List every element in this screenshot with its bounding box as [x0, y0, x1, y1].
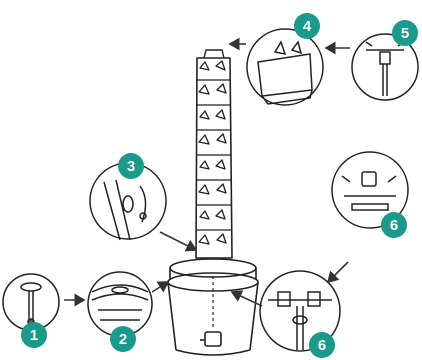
badge-5: 5	[392, 20, 418, 46]
badge-6-upper: 6	[381, 212, 407, 238]
badge-6-lower-label: 6	[318, 337, 326, 354]
reservoir-base	[168, 259, 258, 355]
detail-pump-float	[3, 274, 59, 330]
badge-4-label: 4	[303, 18, 312, 35]
badge-6-upper-label: 6	[390, 217, 398, 234]
badge-3-label: 3	[127, 158, 135, 175]
badge-2-label: 2	[119, 331, 127, 348]
badge-4: 4	[294, 13, 320, 39]
tower-column	[196, 50, 232, 258]
badge-6-lower: 6	[309, 332, 335, 358]
badge-1: 1	[21, 322, 47, 348]
badge-1-label: 1	[30, 327, 38, 344]
badge-2: 2	[110, 326, 136, 352]
badge-5-label: 5	[401, 25, 409, 42]
badge-3: 3	[118, 153, 144, 179]
detail-top-planter	[247, 29, 323, 105]
